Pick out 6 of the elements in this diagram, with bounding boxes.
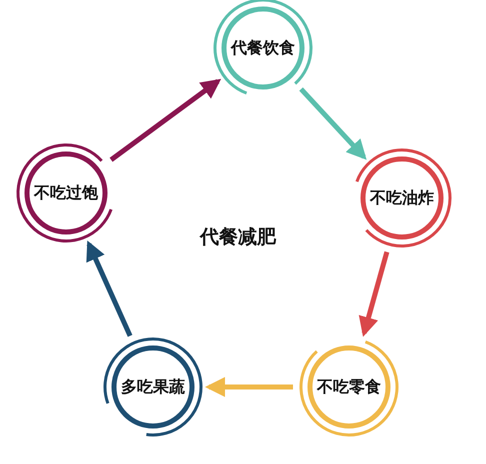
center-title: 代餐减肥 — [200, 225, 276, 250]
arrow — [205, 377, 293, 397]
arrow — [358, 251, 390, 337]
arrow — [110, 78, 222, 162]
arrow — [86, 240, 132, 337]
arrow — [299, 87, 367, 160]
